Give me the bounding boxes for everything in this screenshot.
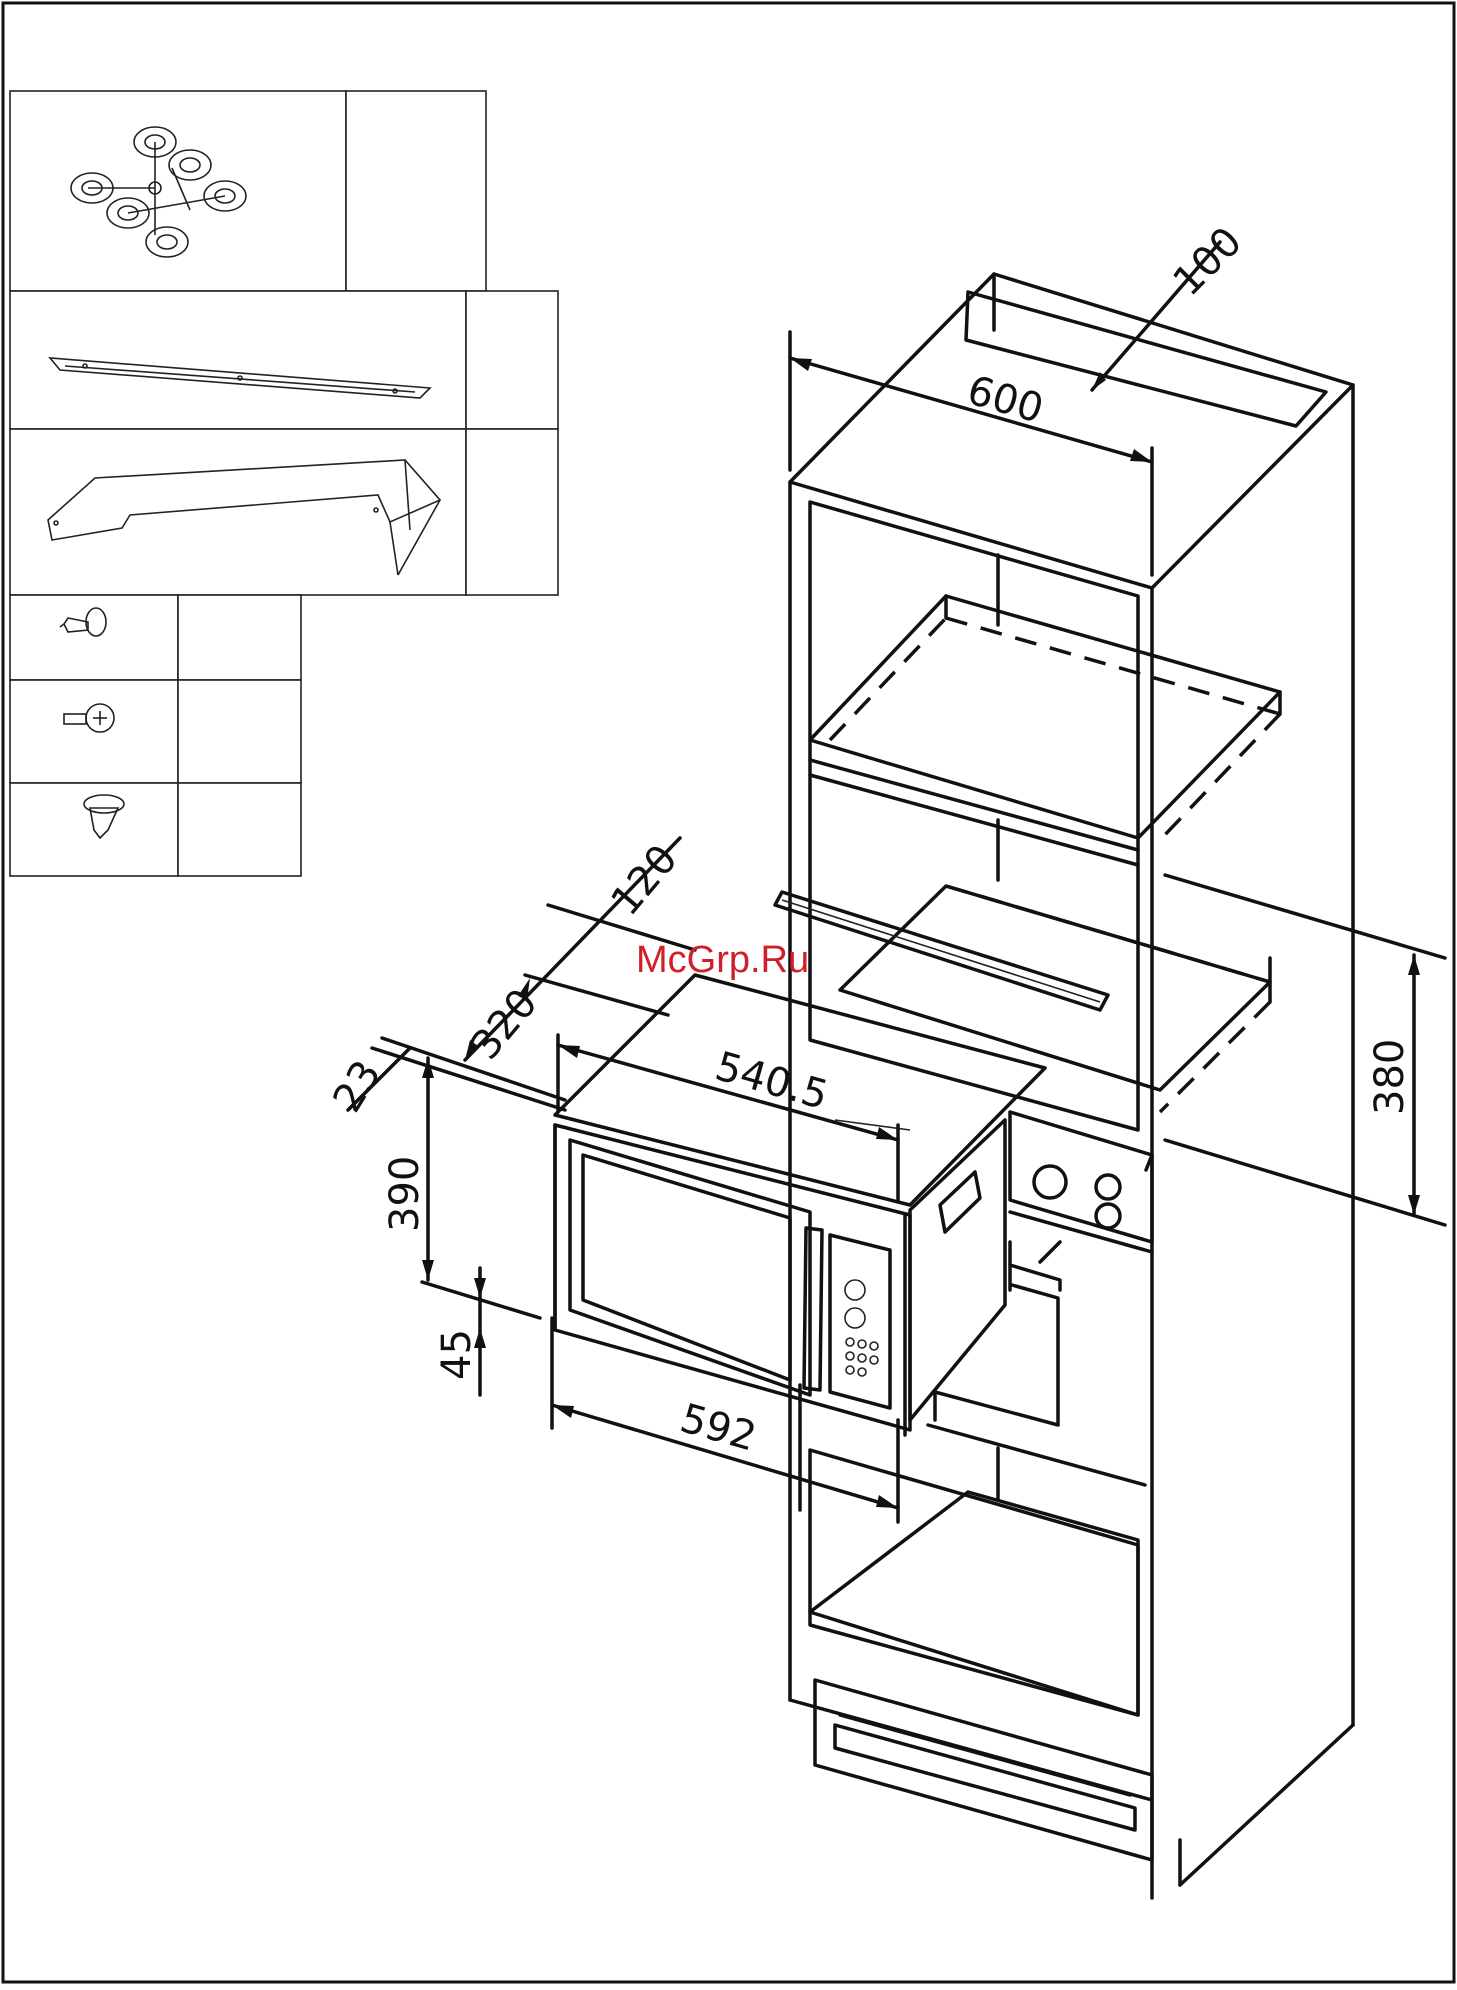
part-qty-cell-screw-b <box>178 680 301 783</box>
parts-table <box>10 91 558 876</box>
oven-knob-icon <box>1034 1166 1066 1198</box>
bottom-shelf <box>810 1492 1138 1715</box>
part-qty-cell-panel <box>466 429 558 595</box>
watermark: McGrp.Ru <box>636 939 809 981</box>
oven-knob-icon <box>1096 1204 1120 1228</box>
dim-label-540-5: 540.5 <box>710 1043 833 1119</box>
part-cell-feet <box>10 91 346 291</box>
microwave-front <box>555 1125 910 1430</box>
dim-label-380: 380 <box>1367 1039 1413 1115</box>
part-qty-cell-screw-c <box>178 783 301 876</box>
dim-label-320: 320 <box>462 980 546 1068</box>
plinth <box>815 1680 1152 1860</box>
dim-label-45: 45 <box>434 1329 480 1380</box>
dim-label-23: 23 <box>324 1053 390 1121</box>
dim-label-120: 120 <box>602 836 686 924</box>
microwave-knob-icon <box>845 1308 865 1328</box>
microwave-knob-icon <box>845 1280 865 1300</box>
part-qty-cell-feet <box>346 91 486 291</box>
part-qty-cell-screw-a <box>178 595 301 680</box>
oven-knob-icon <box>1096 1175 1120 1199</box>
microwave <box>555 975 1045 1435</box>
microwave-door-window <box>570 1140 810 1395</box>
microwave-handle-side <box>940 1172 980 1232</box>
dim-label-592: 592 <box>675 1395 761 1460</box>
microwave-door-handle <box>804 1228 822 1390</box>
part-qty-cell-rail <box>466 291 558 429</box>
dim-label-600: 600 <box>962 367 1048 432</box>
dim-label-390: 390 <box>382 1156 428 1232</box>
upper-opening <box>810 502 1138 1130</box>
microwave-side <box>910 1120 1005 1420</box>
upper-shelf <box>810 596 1280 838</box>
microwave-control-panel <box>830 1235 890 1408</box>
oven-control-strip <box>1010 1112 1152 1242</box>
bottom-opening <box>810 1450 1138 1715</box>
tall-cabinet <box>775 274 1353 1898</box>
